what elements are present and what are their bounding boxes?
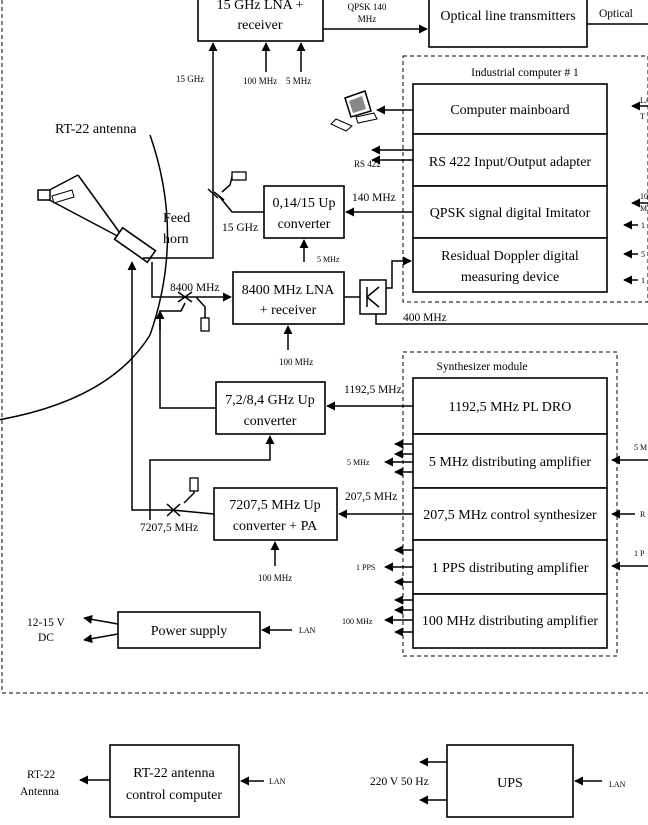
cut-5: 5	[641, 250, 645, 259]
qpsk140-mhz-label: MHz	[358, 14, 377, 24]
cut-1b: 1	[641, 276, 645, 285]
svg-text:converter + PA: converter + PA	[233, 519, 318, 534]
residual-doppler-block: Residual Doppler digital measuring devic…	[412, 237, 608, 293]
pl-dro-block: 1192,5 MHz PL DRO	[412, 377, 608, 435]
upconverter-72-block: 7,2/8,4 GHz Up converter	[215, 381, 326, 435]
svg-text:1 PPS distributing amplifier: 1 PPS distributing amplifier	[432, 561, 589, 576]
optical-cut-label: Optical	[599, 8, 633, 20]
synthesizer-module-group	[402, 351, 618, 657]
qpsk-imitator-block: QPSK signal digital Imitator	[412, 185, 608, 239]
svg-text:Computer mainboard: Computer mainboard	[450, 103, 569, 118]
feed-label: Feed	[163, 211, 190, 226]
svg-text:15 GHz LNA +: 15 GHz LNA +	[217, 0, 304, 13]
v220-label: 220 V 50 Hz	[370, 776, 429, 788]
mhz2075-label: 207,5 MHz	[345, 491, 397, 503]
mhz100-pa-label: 100 MHz	[258, 573, 292, 583]
mhz100-dist-label: 100 MHz	[342, 617, 373, 626]
cut-10: 10	[640, 192, 648, 201]
cut-m: M	[640, 204, 647, 213]
svg-text:UPS: UPS	[497, 776, 523, 791]
cut-1p: 1 P	[634, 549, 645, 558]
svg-text:0,14/15 Up: 0,14/15 Up	[273, 196, 336, 211]
cut-r: R	[640, 510, 646, 519]
mhz7207-label: 7207,5 MHz	[140, 522, 198, 534]
mhz1192-label: 1192,5 MHz	[344, 384, 402, 396]
ghz15-left-label: 15 GHz	[176, 74, 204, 84]
volt-label: 12-15 V	[27, 617, 65, 629]
rt22-antenna-label: Antenna	[20, 786, 59, 798]
lna15-receiver-block: 15 GHz LNA + receiver	[197, 0, 324, 42]
rt22-label: RT-22	[27, 769, 56, 781]
pps-label: 1 PPS	[356, 563, 375, 572]
pps-dist-block: 1 PPS distributing amplifier	[412, 539, 608, 595]
mhz400-label: 400 MHz	[403, 312, 447, 324]
cut-la: LA	[640, 96, 648, 105]
antenna-dish	[0, 134, 169, 421]
svg-text:+ receiver: + receiver	[260, 303, 317, 318]
svg-text:Residual Doppler digital: Residual Doppler digital	[441, 249, 579, 264]
svg-text:RT-22 antenna: RT-22 antenna	[133, 766, 215, 781]
cut-t: T	[640, 112, 645, 121]
ghz15-coupler-label: 15 GHz	[222, 222, 258, 234]
cut-1a: 1	[641, 221, 645, 230]
svg-text:RS 422 Input/Output adapter: RS 422 Input/Output adapter	[429, 155, 591, 170]
svg-text:converter: converter	[244, 414, 297, 429]
lan-ups-label: LAN	[609, 780, 626, 789]
svg-text:7207,5 MHz Up: 7207,5 MHz Up	[229, 498, 320, 513]
lan-power-label: LAN	[299, 626, 316, 635]
industrial-computer-title: Industrial computer # 1	[471, 67, 579, 79]
rs422-label: RS 422	[354, 159, 381, 169]
computer-mainboard-block: Computer mainboard	[412, 83, 608, 135]
svg-text:control computer: control computer	[126, 788, 222, 803]
synth-2075-block: 207,5 MHz control synthesizer	[412, 487, 608, 541]
antenna-control-computer-block: RT-22 antenna control computer	[109, 744, 240, 818]
upconverter-7207-block: 7207,5 MHz Up converter + PA	[213, 487, 338, 541]
dist-5mhz-block: 5 MHz distributing amplifier	[412, 433, 608, 489]
mhz5-up-label: 5 MHz	[317, 255, 340, 264]
svg-text:QPSK signal digital Imitator: QPSK signal digital Imitator	[430, 206, 591, 221]
svg-text:receiver: receiver	[237, 18, 282, 33]
mhz100-lna-label: 100 MHz	[279, 357, 313, 367]
synthesizer-module-title: Synthesizer module	[436, 361, 527, 373]
svg-text:1192,5 MHz PL DRO: 1192,5 MHz PL DRO	[449, 400, 572, 415]
svg-text:measuring device: measuring device	[461, 270, 559, 285]
qpsk140-label: QPSK 140	[348, 2, 387, 12]
splitter-icon	[359, 279, 387, 315]
cut-5m: 5 M	[634, 443, 647, 452]
mhz100-top-label: 100 MHz	[243, 76, 277, 86]
rs422-adapter-block: RS 422 Input/Output adapter	[412, 133, 608, 187]
svg-text:Optical line transmitters: Optical line transmitters	[440, 9, 575, 24]
lna8400-receiver-block: 8400 MHz LNA + receiver	[232, 271, 345, 325]
svg-text:Power supply: Power supply	[151, 624, 228, 639]
ups-block: UPS	[446, 744, 574, 818]
computer-icon	[330, 90, 378, 132]
upconverter-014-block: 0,14/15 Up converter	[263, 185, 345, 239]
dist-100mhz-block: 100 MHz distributing amplifier	[412, 593, 608, 649]
svg-text:8400 MHz LNA: 8400 MHz LNA	[242, 283, 335, 298]
svg-text:100 MHz distributing amplifier: 100 MHz distributing amplifier	[422, 614, 598, 629]
mhz5-top-label: 5 MHz	[286, 76, 311, 86]
svg-text:7,2/8,4 GHz Up: 7,2/8,4 GHz Up	[225, 393, 314, 408]
mhz8400-label: 8400 MHz	[170, 282, 220, 294]
lan-ctrl-label: LAN	[269, 777, 286, 786]
svg-text:5 MHz distributing amplifier: 5 MHz distributing amplifier	[429, 455, 591, 470]
system-boundary	[1, 0, 648, 694]
industrial-computer-group	[402, 55, 648, 303]
optical-line-transmitters-block: Optical line transmitters	[428, 0, 588, 48]
power-supply-block: Power supply	[117, 611, 261, 649]
svg-text:converter: converter	[278, 217, 331, 232]
horn-label: horn	[163, 232, 189, 247]
mhz5-synth-label: 5 MHz	[347, 458, 370, 467]
svg-text:207,5 MHz control synthesizer: 207,5 MHz control synthesizer	[423, 508, 597, 523]
dc-label: DC	[38, 632, 54, 644]
mhz140-label: 140 MHz	[352, 192, 396, 204]
antenna-label: RT-22 antenna	[55, 122, 137, 137]
